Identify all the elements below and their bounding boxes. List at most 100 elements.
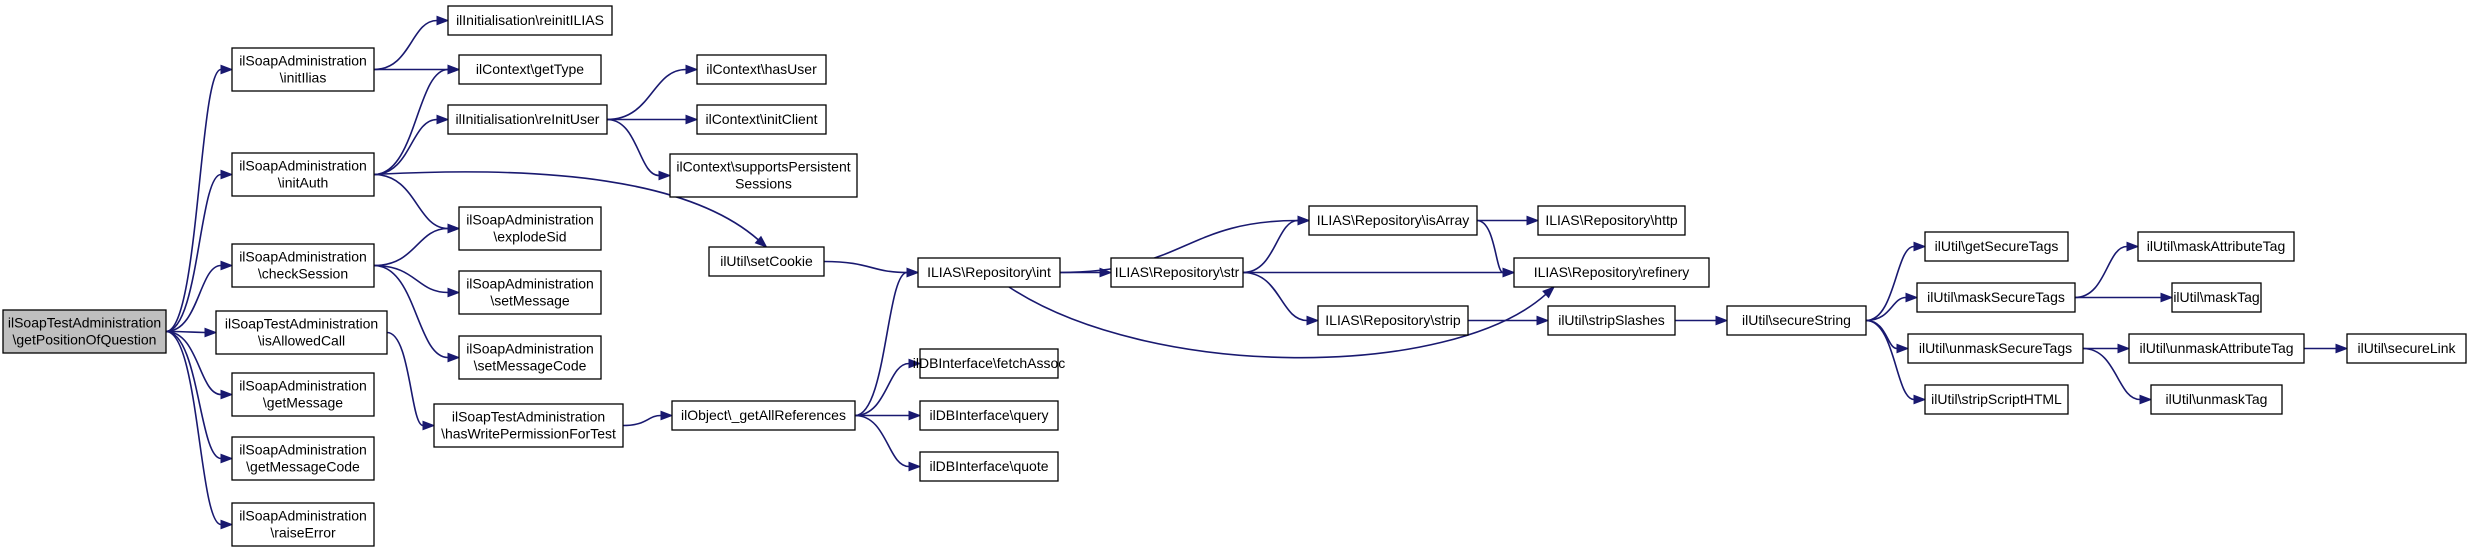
node-box bbox=[1317, 305, 1469, 336]
edge-init-ilias-to-reinit-ilias bbox=[373, 15, 450, 71]
node-box bbox=[1513, 257, 1710, 288]
arrowhead bbox=[2126, 241, 2140, 252]
arrowhead bbox=[1542, 286, 1556, 299]
arrowhead bbox=[447, 352, 461, 363]
node-label: ilDBInterface\quote bbox=[929, 458, 1048, 474]
node-http[interactable]: ILIAS\Repository\http bbox=[1537, 205, 1686, 236]
node-label: ilContext\hasUser bbox=[706, 61, 817, 77]
node-has-write[interactable]: ilSoapTestAdministration\hasWritePermiss… bbox=[433, 403, 624, 448]
node-label: ilSoapAdministration bbox=[239, 158, 367, 174]
node-is-allowed-call[interactable]: ilSoapTestAdministration\isAllowedCall bbox=[215, 310, 388, 355]
edge-strip-slashes-to-secure-string bbox=[1675, 315, 1729, 326]
node-root[interactable]: ilSoapTestAdministration\getPositionOfQu… bbox=[2, 309, 167, 354]
node-box bbox=[1308, 205, 1478, 236]
node-check-session[interactable]: ilSoapAdministration\checkSession bbox=[231, 243, 375, 288]
node-label: ilSoapAdministration bbox=[239, 249, 367, 265]
node-mask-secure-tags[interactable]: ilUtil\maskSecureTags bbox=[1916, 282, 2076, 313]
node-repo-strip[interactable]: ILIAS\Repository\strip bbox=[1317, 305, 1469, 336]
node-unmask-attribute-tag[interactable]: ilUtil\unmaskAttributeTag bbox=[2128, 333, 2305, 364]
node-label: ilSoapAdministration bbox=[239, 378, 367, 394]
node-label: ilContext\getType bbox=[476, 61, 584, 77]
node-box bbox=[919, 400, 1059, 431]
node-box bbox=[215, 310, 388, 355]
node-fetch-assoc[interactable]: ilDBInterface\fetchAssoc bbox=[913, 348, 1066, 379]
node-label: ilSoapAdministration bbox=[466, 341, 594, 357]
node-label: ilSoapTestAdministration bbox=[8, 315, 161, 331]
node-label: ilUtil\unmaskSecureTags bbox=[1919, 340, 2072, 356]
node-unmask-secure-tags[interactable]: ilUtil\unmaskSecureTags bbox=[1907, 333, 2084, 364]
edge-secure-string-to-mask-secure-tags bbox=[1865, 292, 1919, 322]
arrowhead bbox=[906, 267, 920, 278]
node-label: ilUtil\stripSlashes bbox=[1558, 312, 1665, 328]
arrowhead bbox=[2139, 394, 2153, 405]
arrowhead bbox=[220, 260, 234, 271]
node-box bbox=[1924, 231, 2069, 262]
node-mask-tag[interactable]: ilUtil\maskTag bbox=[2171, 282, 2262, 313]
node-box bbox=[2137, 231, 2295, 262]
arrowhead bbox=[447, 64, 461, 75]
node-mask-attribute-tag[interactable]: ilUtil\maskAttributeTag bbox=[2137, 231, 2295, 262]
edge-get-all-refs-to-quote bbox=[854, 414, 922, 472]
node-unmask-tag[interactable]: ilUtil\unmaskTag bbox=[2150, 384, 2283, 415]
node-explode-sid[interactable]: ilSoapAdministration\explodeSid bbox=[458, 206, 602, 251]
node-box bbox=[231, 436, 375, 481]
node-reinit-ilias[interactable]: ilInitialisation\reinitILIAS bbox=[447, 5, 613, 36]
node-strip-script-html[interactable]: ilUtil\stripScriptHTML bbox=[1924, 384, 2069, 415]
node-set-message-code[interactable]: ilSoapAdministration\setMessageCode bbox=[458, 335, 602, 380]
node-get-type[interactable]: ilContext\getType bbox=[458, 54, 602, 85]
node-re-init-user[interactable]: ilInitialisation\reInitUser bbox=[447, 104, 608, 135]
arrowhead bbox=[220, 389, 234, 400]
arrowhead bbox=[908, 410, 922, 421]
arrowhead bbox=[436, 114, 450, 125]
arrowhead bbox=[1913, 394, 1927, 405]
node-box bbox=[919, 451, 1059, 482]
node-label: ilDBInterface\query bbox=[929, 407, 1048, 423]
node-label: ilContext\initClient bbox=[705, 111, 817, 127]
node-box bbox=[917, 257, 1061, 288]
node-query[interactable]: ilDBInterface\query bbox=[919, 400, 1059, 431]
node-box bbox=[231, 47, 375, 92]
node-get-all-refs[interactable]: ilObject\_getAllReferences bbox=[671, 400, 856, 431]
node-init-ilias[interactable]: ilSoapAdministration\initIlias bbox=[231, 47, 375, 92]
node-set-cookie[interactable]: ilUtil\setCookie bbox=[708, 246, 825, 277]
node-get-secure-tags[interactable]: ilUtil\getSecureTags bbox=[1924, 231, 2069, 262]
node-repo-str[interactable]: ILIAS\Repository\str bbox=[1110, 257, 1244, 288]
node-label: \getMessageCode bbox=[246, 459, 360, 475]
node-box bbox=[447, 5, 613, 36]
node-strip-slashes[interactable]: ilUtil\stripSlashes bbox=[1547, 305, 1676, 336]
edge-has-write-to-get-all-refs bbox=[622, 410, 674, 427]
node-get-message-code[interactable]: ilSoapAdministration\getMessageCode bbox=[231, 436, 375, 481]
node-label: ILIAS\Repository\refinery bbox=[1534, 264, 1690, 280]
edge-check-session-to-explode-sid bbox=[373, 223, 461, 267]
node-label: ilSoapTestAdministration bbox=[452, 409, 605, 425]
node-label: ilUtil\stripScriptHTML bbox=[1931, 391, 2062, 407]
node-secure-link[interactable]: ilUtil\secureLink bbox=[2346, 333, 2467, 364]
node-label: ILIAS\Repository\int bbox=[927, 264, 1051, 280]
node-get-message[interactable]: ilSoapAdministration\getMessage bbox=[231, 372, 375, 417]
node-label: \raiseError bbox=[270, 525, 336, 541]
node-label: ilObject\_getAllReferences bbox=[681, 407, 846, 423]
node-init-auth[interactable]: ilSoapAdministration\initAuth bbox=[231, 152, 375, 197]
node-secure-string[interactable]: ilUtil\secureString bbox=[1726, 305, 1867, 336]
node-box bbox=[458, 270, 602, 315]
node-box bbox=[231, 502, 375, 547]
node-label: \initIlias bbox=[280, 70, 327, 86]
node-box bbox=[2, 309, 167, 354]
node-box bbox=[1916, 282, 2076, 313]
node-raise-error[interactable]: ilSoapAdministration\raiseError bbox=[231, 502, 375, 547]
node-has-user[interactable]: ilContext\hasUser bbox=[696, 54, 827, 85]
node-label: ilContext\supportsPersistent bbox=[676, 159, 850, 175]
arrowhead bbox=[220, 169, 234, 180]
node-set-message[interactable]: ilSoapAdministration\setMessage bbox=[458, 270, 602, 315]
edge-get-all-refs-to-repo-int bbox=[854, 267, 920, 417]
node-repo-int[interactable]: ILIAS\Repository\int bbox=[917, 257, 1061, 288]
node-init-client[interactable]: ilContext\initClient bbox=[696, 104, 827, 135]
node-label: ilSoapAdministration bbox=[466, 276, 594, 292]
node-is-array[interactable]: ILIAS\Repository\isArray bbox=[1308, 205, 1478, 236]
node-refinery[interactable]: ILIAS\Repository\refinery bbox=[1513, 257, 1710, 288]
arrowhead bbox=[220, 453, 234, 464]
edge-root-to-get-message-code bbox=[165, 330, 234, 464]
edge-repo-strip-to-strip-slashes bbox=[1468, 315, 1550, 326]
node-quote[interactable]: ilDBInterface\quote bbox=[919, 451, 1059, 482]
